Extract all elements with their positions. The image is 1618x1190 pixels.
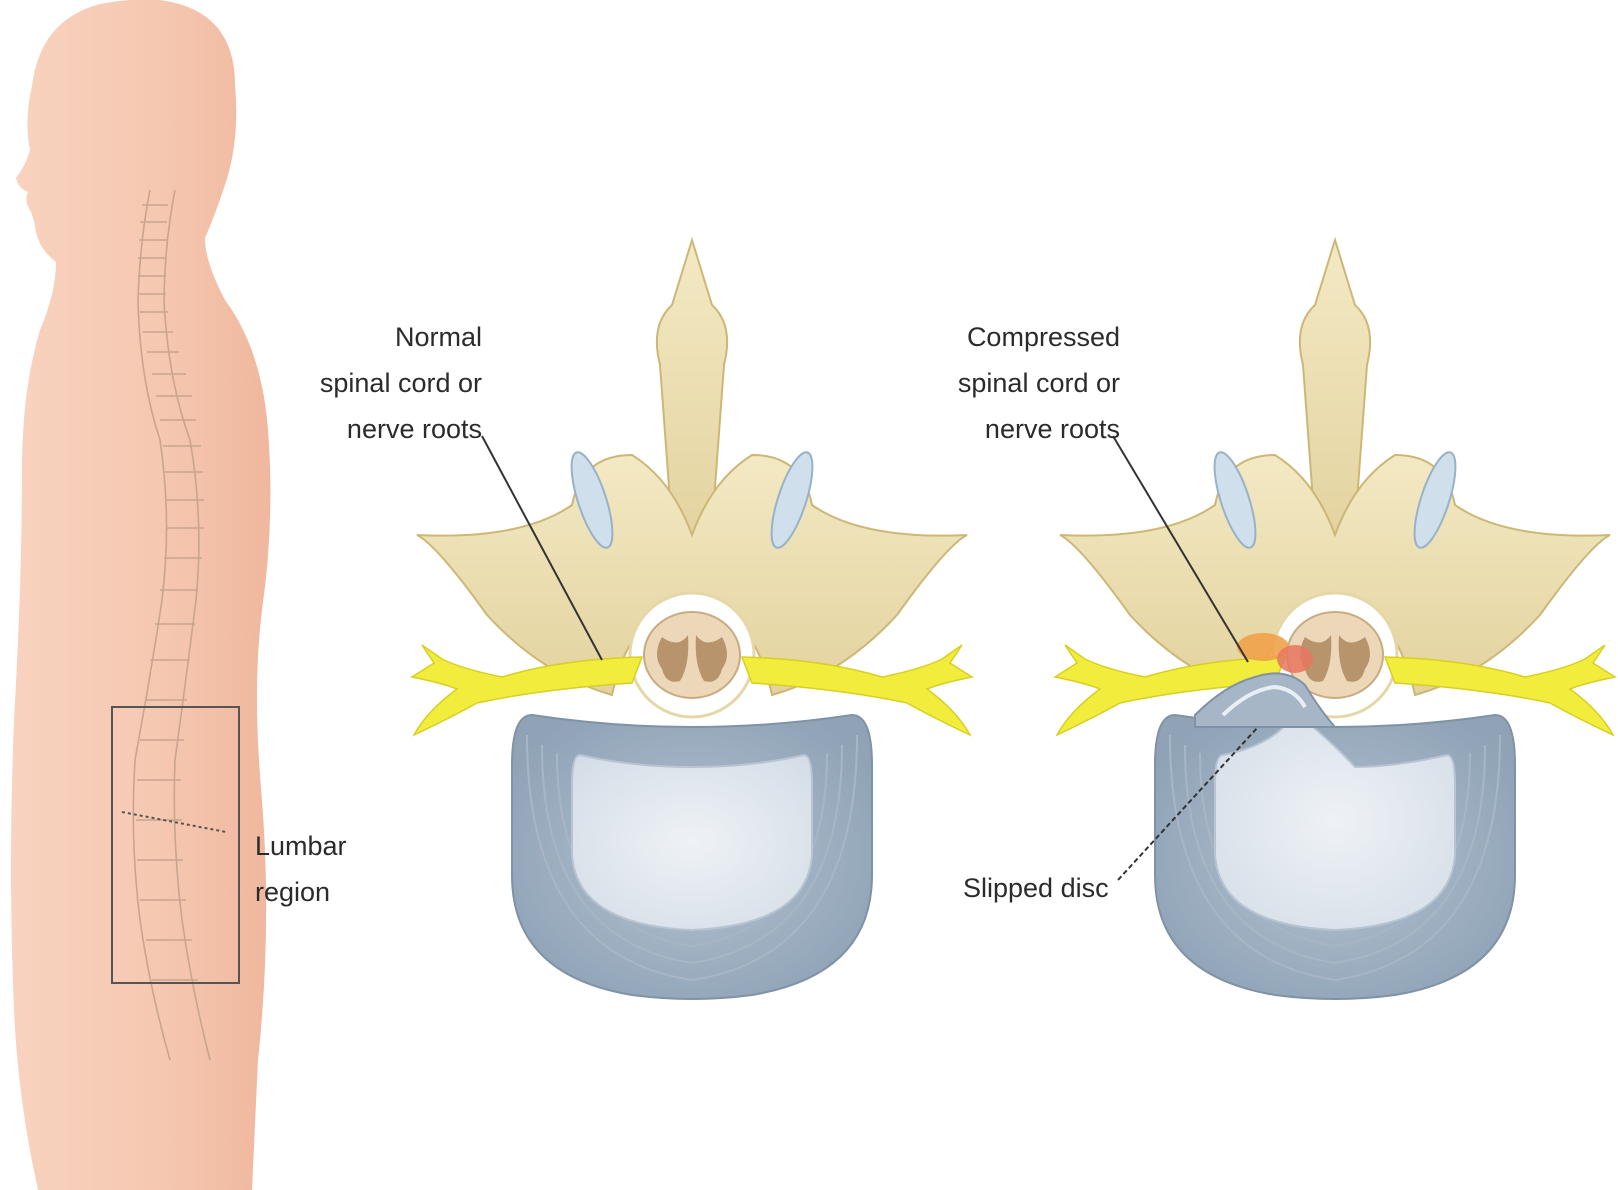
normal-vertebra: [412, 240, 972, 999]
body-silhouette: [11, 0, 270, 1190]
compression-mark: [1277, 645, 1313, 673]
slipped-disc-label: Slipped disc: [963, 865, 1133, 911]
compressed-cord-label: Compressed spinal cord or nerve roots: [900, 314, 1120, 452]
normal-spinal-cord: [644, 612, 740, 698]
lumbar-region-label: Lumbar region: [255, 823, 395, 915]
normal-cord-label: Normal spinal cord or nerve roots: [290, 314, 482, 452]
human-figure: [11, 0, 270, 1190]
normal-nucleus: [572, 755, 812, 930]
herniated-vertebra: [1055, 240, 1615, 999]
